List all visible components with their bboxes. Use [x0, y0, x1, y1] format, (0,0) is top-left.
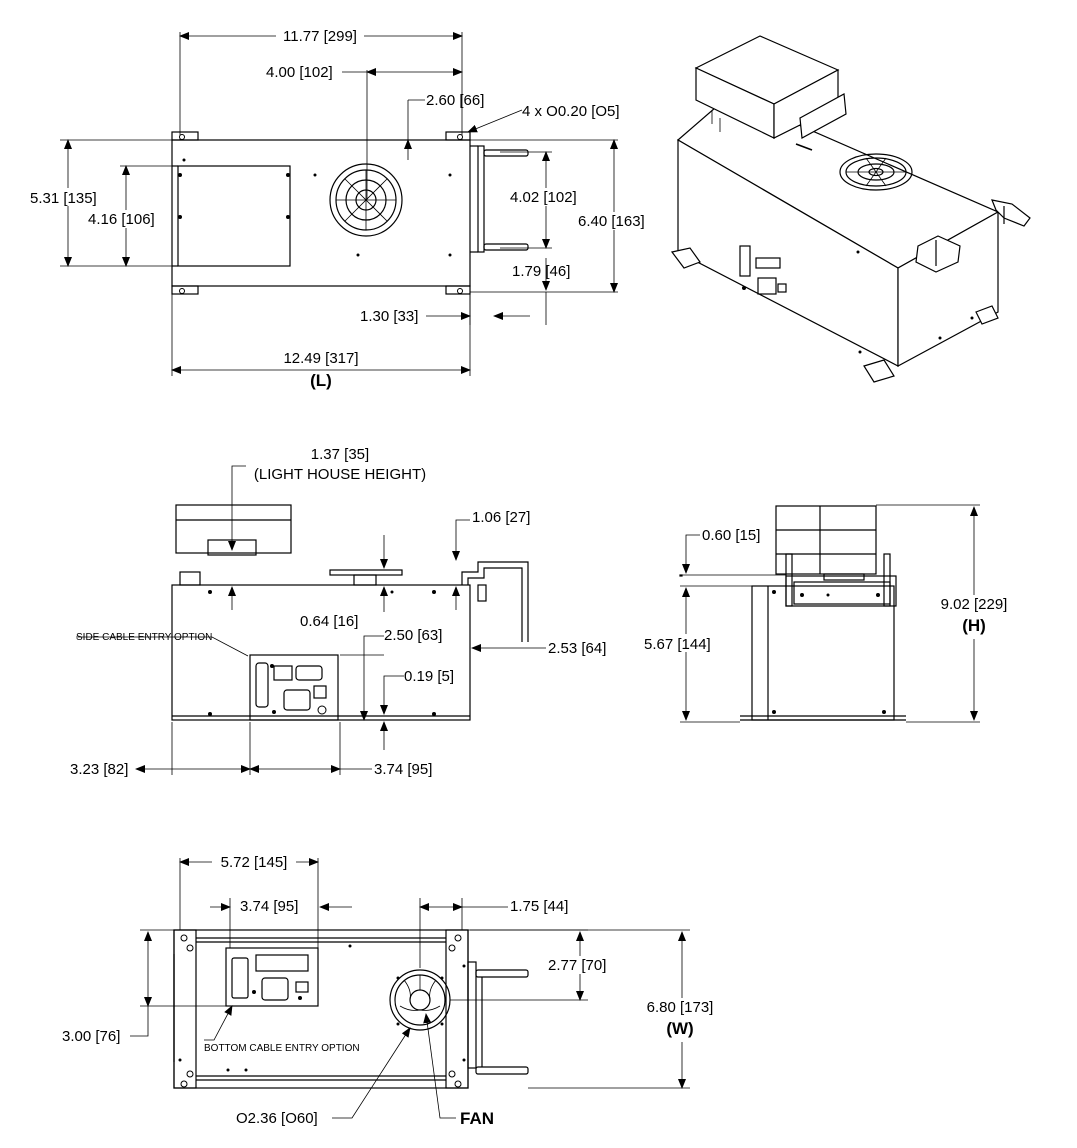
bottom-view: 5.72 [145] 3.74 [95] 1.75 [44] 2.77 [70]… — [62, 852, 724, 1128]
dim-overall-length-top: 11.77 [299] — [283, 28, 357, 45]
dim-handle-height: 1.06 [27] — [472, 509, 530, 526]
isometric-view — [670, 35, 1031, 383]
side-cable-entry-label: SIDE CABLE ENTRY OPTION — [76, 632, 212, 643]
dim-handle-offset: 2.60 [66] — [426, 92, 484, 109]
dim-cable-panel-height: 2.50 [63] — [384, 627, 442, 644]
light-house-label: (LIGHT HOUSE HEIGHT) — [254, 466, 426, 483]
fan-icon — [389, 969, 451, 1031]
width-label: (W) — [666, 1019, 693, 1038]
dim-panel-width: 3.74 [95] — [374, 761, 432, 778]
dim-overall-height: 9.02 [229] — [941, 596, 1008, 613]
height-label: (H) — [962, 616, 986, 635]
dim-panel-reach: 5.72 [145] — [221, 854, 288, 871]
dim-bottom-panel-width: 3.74 [95] — [240, 898, 298, 915]
dim-overall-length: 12.49 [317] — [283, 350, 358, 367]
dim-fan-height: 0.64 [16] — [300, 613, 358, 630]
dim-body-height: 5.67 [144] — [644, 636, 711, 653]
dim-handle-depth: 1.79 [46] — [512, 263, 570, 280]
dim-panel-offset: 3.00 [76] — [62, 1028, 120, 1045]
dim-handle-extent: 1.30 [33] — [360, 308, 418, 325]
bottom-cable-entry-label: BOTTOM CABLE ENTRY OPTION — [204, 1043, 360, 1054]
top-view: 11.77 [299] 4.00 [102] 2.60 [66] 4 x O0.… — [24, 26, 656, 390]
dim-panel-left: 3.23 [82] — [70, 761, 128, 778]
dim-top-offset: 0.60 [15] — [702, 527, 760, 544]
dim-body-width: 5.31 [135] — [30, 190, 97, 207]
dim-mount-holes: 4 x O0.20 [O5] — [522, 103, 620, 120]
dim-fan-offset: 1.75 [44] — [510, 898, 568, 915]
dim-light-house-height: 1.37 [35] — [311, 446, 369, 463]
dim-cable-panel-offset: 0.19 [5] — [404, 668, 454, 685]
end-view: 0.60 [15] 5.67 [144] 9.02 [229] (H) — [642, 504, 1014, 723]
dim-panel-height: 4.16 [106] — [88, 211, 155, 228]
dim-fan-diameter: O2.36 [O60] — [236, 1110, 318, 1127]
dim-handle-reach: 2.53 [64] — [548, 640, 606, 657]
dim-overall-width: 6.40 [163] — [578, 213, 645, 230]
dim-fan-center: 2.77 [70] — [548, 957, 606, 974]
fan-icon — [839, 153, 913, 191]
side-view: 1.37 [35] (LIGHT HOUSE HEIGHT) 1.06 [27]… — [70, 446, 606, 778]
length-label: (L) — [310, 371, 332, 390]
dim-fan-offset: 4.00 [102] — [266, 64, 333, 81]
fan-icon — [329, 163, 403, 237]
fan-label: FAN — [460, 1109, 494, 1128]
dim-handle-span: 4.02 [102] — [510, 189, 577, 206]
dim-bottom-overall-width: 6.80 [173] — [647, 999, 714, 1016]
